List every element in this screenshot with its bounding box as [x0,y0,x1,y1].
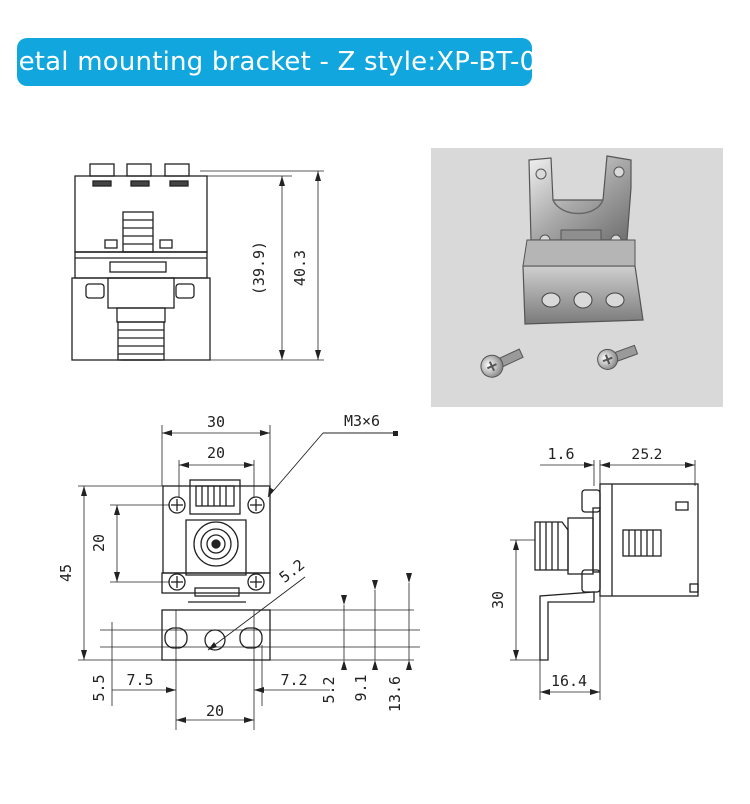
screw-label: M3×6 [344,412,380,430]
dim-width-30: 30 [207,413,225,431]
dim-25-2: 25.2 [631,447,662,463]
page-title: Metal mounting bracket - Z style:XP-BT-0… [0,47,554,77]
dim-16-4: 16.4 [551,672,587,690]
dim-9-1: 9.1 [352,674,370,701]
bracket-photo-illustration [480,155,644,378]
dim-hole-5-2: 5.2 [276,556,308,587]
dim-13-6: 13.6 [386,676,404,712]
dim-7-5: 7.5 [126,671,153,689]
dim-39-9: (39.9) [250,241,268,295]
dim-5-2-bottom: 5.2 [320,676,338,703]
dim-30: 30 [489,591,507,609]
dim-width-20-bottom: 20 [206,702,224,720]
side-view-outline [510,460,699,700]
dim-40-3: 40.3 [291,250,309,286]
title-banner: Metal mounting bracket - Z style:XP-BT-0… [0,38,553,86]
dim-width-20-top: 20 [207,444,225,462]
dim-height-45: 45 [57,564,75,582]
product-photo [431,148,723,407]
dim-7-2: 7.2 [280,671,307,689]
dim-5-5: 5.5 [90,674,108,701]
dim-1-6: 1.6 [547,445,574,463]
dim-height-20: 20 [90,534,108,552]
front-view-outline [78,425,420,730]
top-view-outline [71,163,324,361]
